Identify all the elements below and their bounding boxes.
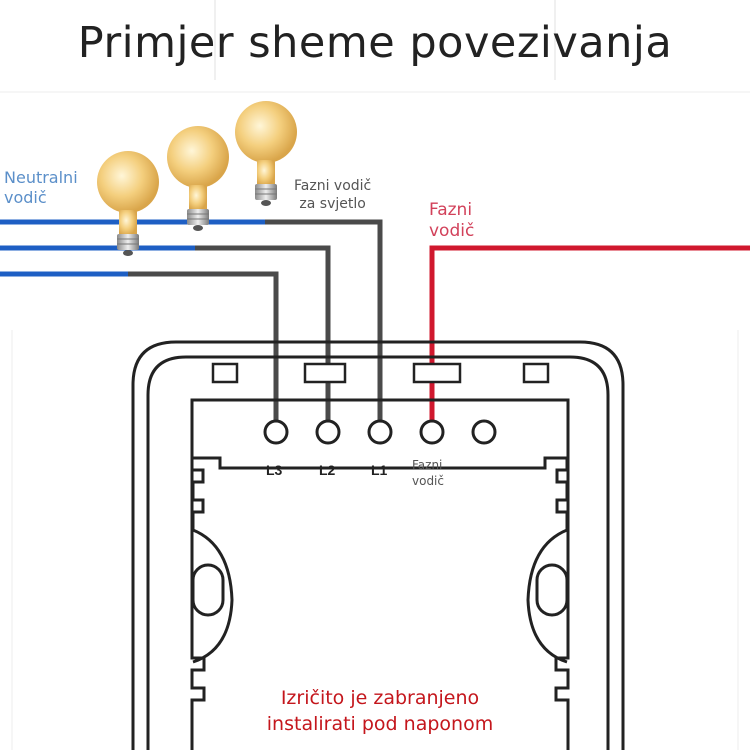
light-bulb-icon (167, 126, 229, 231)
wire-to-l2 (195, 245, 331, 420)
terminal-unused (471, 419, 497, 445)
terminal-l1 (367, 419, 393, 445)
light-phase-wire-label: Fazni vodič za svjetlo (294, 178, 372, 212)
light-wires (128, 219, 383, 420)
switch-frame (131, 340, 625, 750)
terminal-l2 (315, 419, 341, 445)
terminal-block (190, 398, 570, 750)
wire-to-l3 (128, 271, 279, 420)
terminals (263, 419, 497, 445)
mounting-slot-right (535, 563, 569, 617)
mounting-slot-left (191, 563, 225, 617)
wire-to-l1 (265, 219, 383, 420)
terminal-label-phase: Fazni vodič (412, 458, 444, 489)
terminal-label-l2: L2 (319, 462, 336, 478)
phase-wire (429, 245, 750, 420)
terminal-phase (419, 419, 445, 445)
diagram-title: Primjer sheme povezivanja (77, 18, 673, 68)
light-bulb-icon (235, 101, 297, 206)
warning-text: Izričito je zabranjeno instalirati pod n… (266, 687, 494, 735)
inner-housing (191, 456, 569, 664)
mounting-tabs (211, 362, 550, 384)
terminal-l3 (263, 419, 289, 445)
terminal-label-l1: L1 (371, 462, 388, 478)
phase-wire-label: Fazni vodič (429, 200, 475, 242)
neutral-wire-label: Neutralni vodič (4, 168, 78, 207)
light-bulb-icon (97, 151, 159, 256)
terminal-label-l3: L3 (266, 462, 283, 478)
